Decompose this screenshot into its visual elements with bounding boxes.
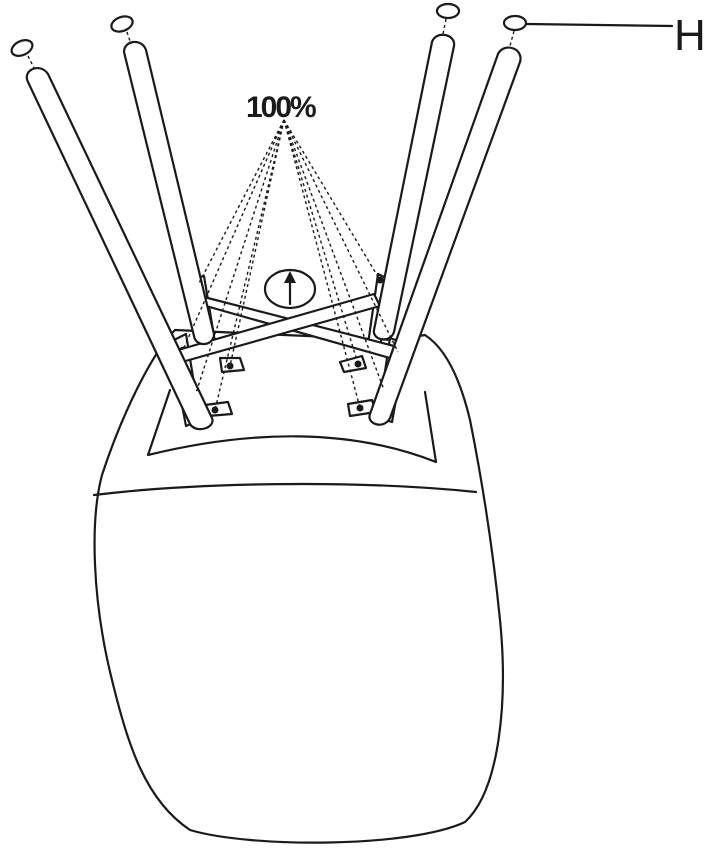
floor-glide-icon <box>110 15 134 33</box>
guide-line <box>214 119 285 411</box>
glide-guide-2 <box>126 31 132 45</box>
floor-glide-icon <box>435 2 461 20</box>
guide-line <box>283 119 361 409</box>
seat-edge-line <box>92 482 478 497</box>
foot-plate-2 <box>338 354 368 374</box>
leg-back-left <box>122 40 216 346</box>
leg-front-left <box>25 66 214 431</box>
up-arrow-in-circle-icon <box>263 268 317 310</box>
seat-shell <box>93 328 504 844</box>
glide-guide-3 <box>442 18 447 35</box>
glide-guide-1 <box>27 55 35 69</box>
floor-glide-icon <box>10 39 34 57</box>
part-label-h: H <box>674 11 706 60</box>
part-leader-line <box>525 22 674 28</box>
guide-line <box>283 119 381 281</box>
leg-back-right <box>372 33 456 341</box>
chair-seat <box>92 328 504 844</box>
floor-glides <box>10 2 528 69</box>
screw-7 <box>211 406 219 414</box>
guide-line <box>283 119 359 365</box>
guide-line <box>197 119 285 286</box>
glide-guide-4 <box>509 30 515 47</box>
chair-legs <box>25 33 522 431</box>
floor-glide-icon <box>502 14 528 32</box>
torque-percent-label: 100% <box>246 91 316 124</box>
screw-8 <box>356 404 364 412</box>
guide-line <box>283 119 399 353</box>
leg-front-right <box>368 46 522 426</box>
screw-5 <box>226 362 234 370</box>
torque-guide-lines <box>182 119 399 411</box>
seat-underside-panel <box>146 388 438 464</box>
